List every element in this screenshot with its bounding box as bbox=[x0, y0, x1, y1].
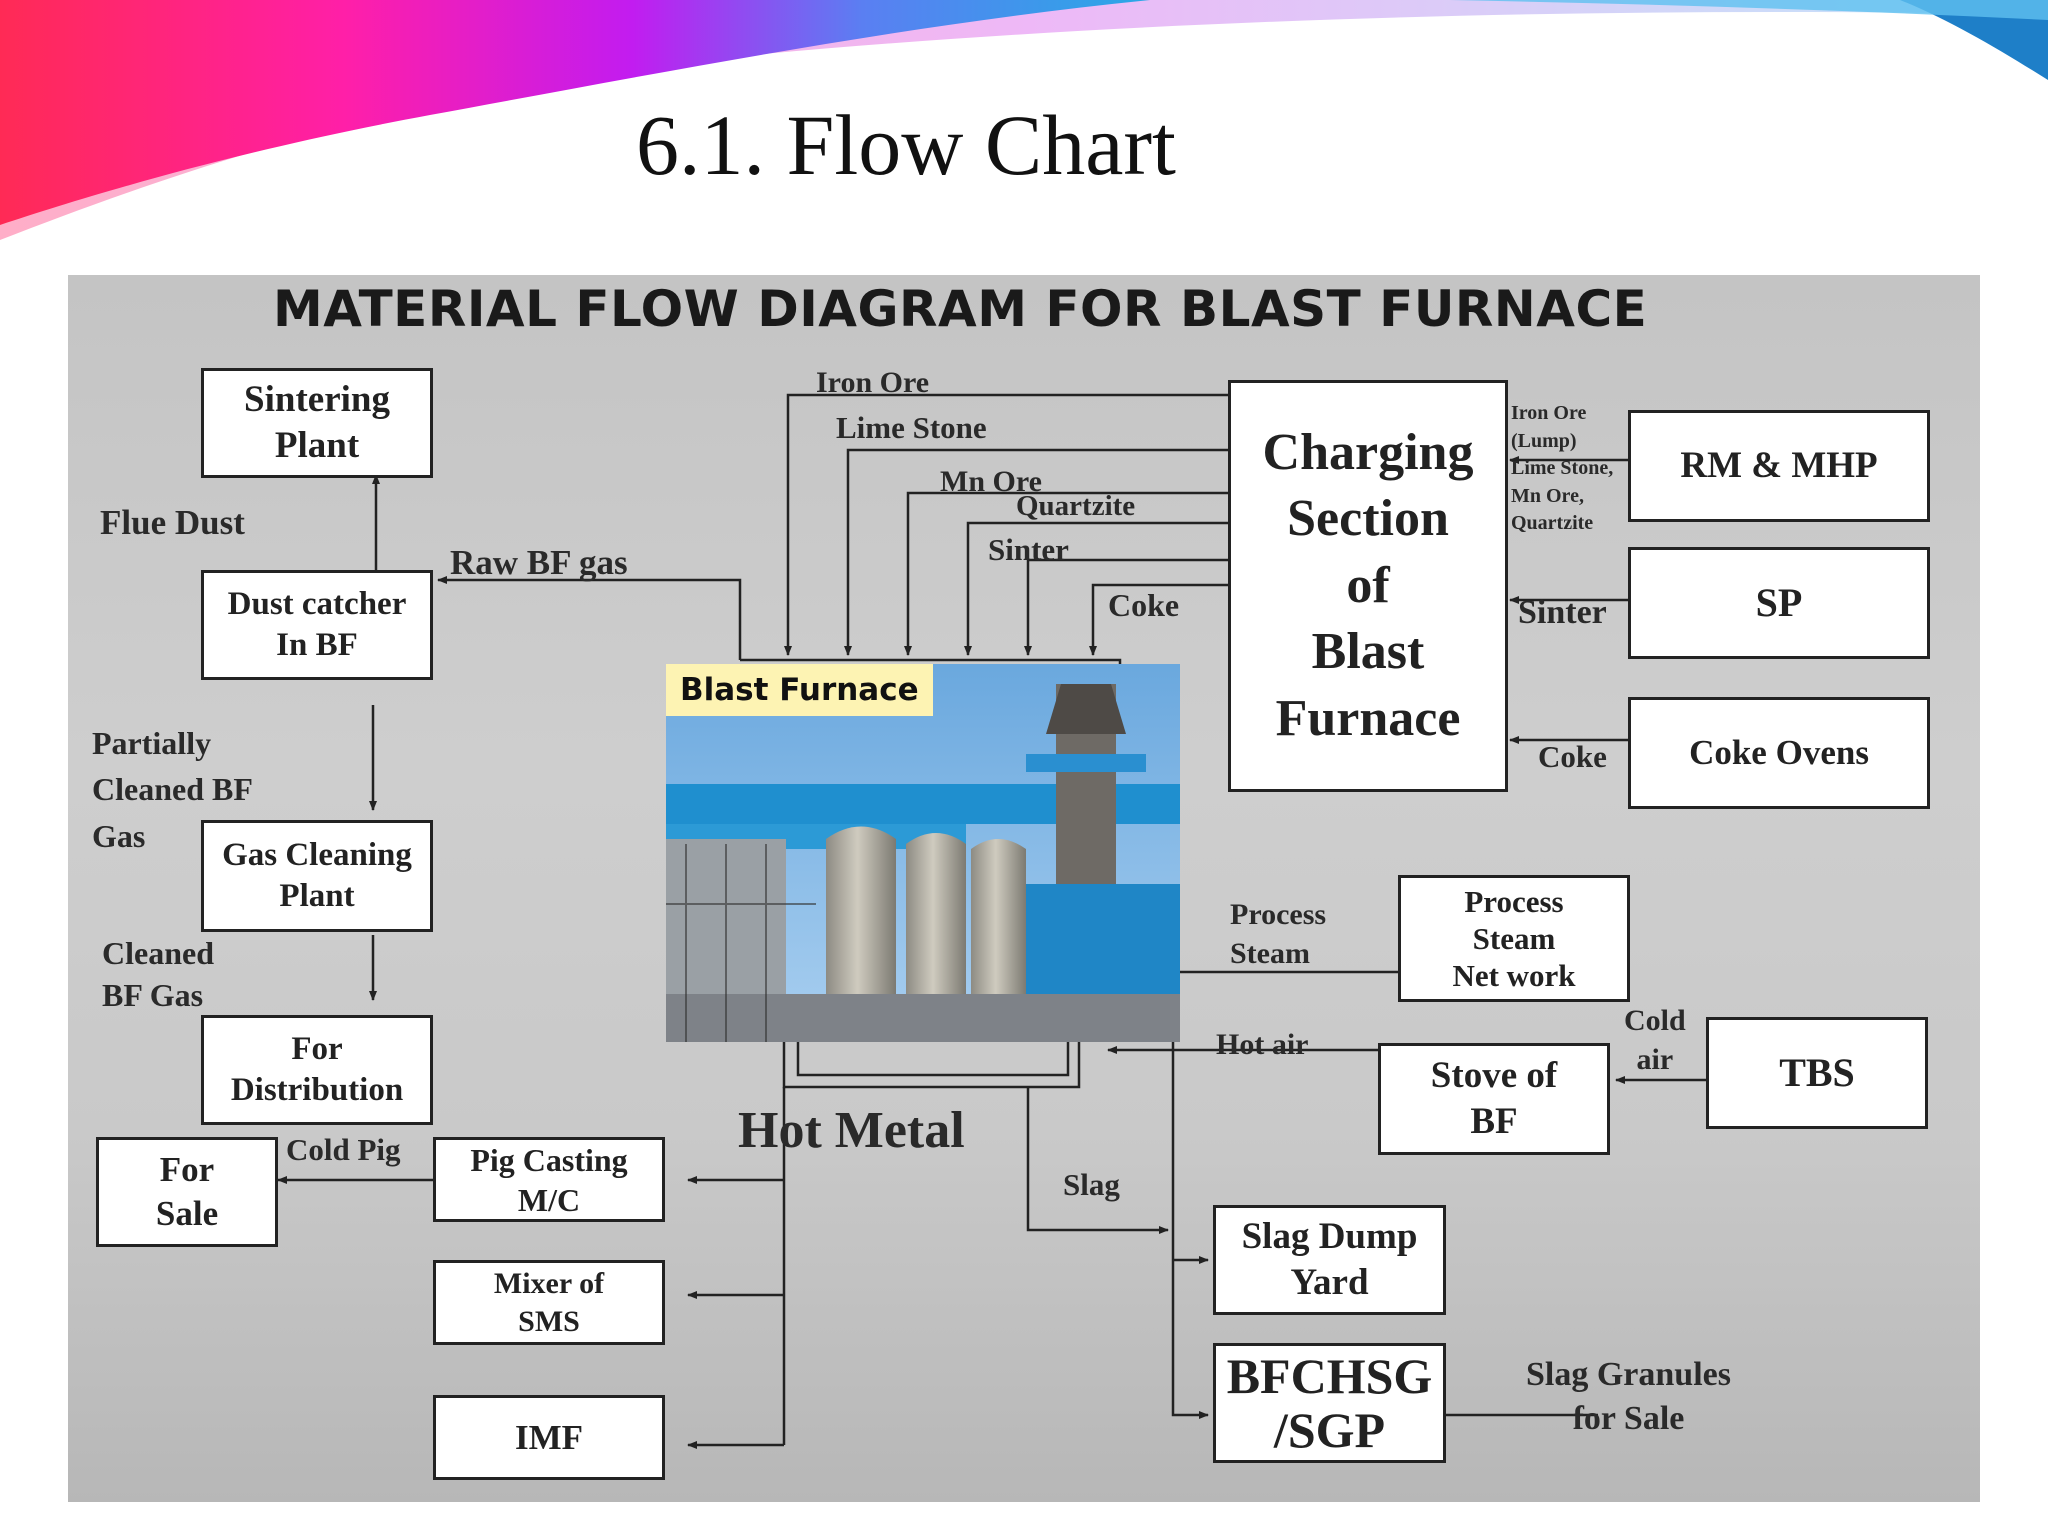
label-process-steam: Process Steam bbox=[1230, 898, 1327, 970]
slag-dump-yard-box: Slag Dump Yard bbox=[1213, 1205, 1446, 1315]
pig-casting-box: Pig Casting M/C bbox=[433, 1137, 665, 1222]
connector-lime-stone bbox=[844, 448, 1230, 656]
label-cold-pig: Cold Pig bbox=[286, 1132, 401, 1167]
label-cold-air: Cold air bbox=[1624, 1004, 1686, 1076]
label-lime-stone: Lime Stone bbox=[836, 410, 987, 445]
label-iron-ore: Iron Ore bbox=[816, 366, 930, 399]
gas-cleaning-plant-box: Gas Cleaning Plant bbox=[201, 820, 433, 932]
connector-iron-ore bbox=[784, 393, 1230, 656]
connector-slag bbox=[1026, 1087, 1169, 1234]
rm-mhp-box: RM & MHP bbox=[1628, 410, 1930, 522]
blast-furnace-photo-caption: Blast Furnace bbox=[666, 664, 933, 716]
connector-sinter bbox=[1024, 558, 1230, 656]
mixer-sms-box: Mixer of SMS bbox=[433, 1260, 665, 1345]
header-swoosh-decoration bbox=[0, 0, 2048, 240]
for-distribution-box: For Distribution bbox=[201, 1015, 433, 1125]
material-flow-diagram: MATERIAL FLOW DIAGRAM FOR BLAST FURNACE … bbox=[68, 275, 1980, 1502]
label-slag: Slag bbox=[1063, 1167, 1120, 1202]
connector-mn-ore bbox=[904, 491, 1230, 656]
sintering-plant-box: Sintering Plant bbox=[201, 368, 433, 478]
slide-title: 6.1. Flow Chart bbox=[636, 97, 1176, 193]
sp-box: SP bbox=[1628, 547, 1930, 659]
flow-connectors bbox=[277, 393, 1706, 1449]
for-sale-box: For Sale bbox=[96, 1137, 278, 1247]
tbs-box: TBS bbox=[1706, 1017, 1928, 1129]
label-rm-inputs: Iron Ore (Lump) Lime Stone, Mn Ore, Quar… bbox=[1511, 402, 1614, 535]
blast-furnace-photo: Blast Furnace bbox=[666, 664, 1180, 1042]
label-sinter: Sinter bbox=[988, 532, 1069, 567]
process-steam-network-box: Process Steam Net work bbox=[1398, 875, 1630, 1002]
label-slag-granules: Slag Granules for Sale bbox=[1526, 1356, 1731, 1438]
connector-coke bbox=[1089, 583, 1230, 656]
dust-catcher-box: Dust catcher In BF bbox=[201, 570, 433, 680]
connector-raw-bf-gas bbox=[437, 576, 742, 660]
label-hot-air: Hot air bbox=[1216, 1028, 1309, 1061]
label-hot-metal: Hot Metal bbox=[738, 1102, 965, 1159]
imf-box: IMF bbox=[433, 1395, 665, 1480]
label-sinter-in: Sinter bbox=[1518, 594, 1607, 631]
label-flue-dust: Flue Dust bbox=[100, 503, 245, 542]
label-coke: Coke bbox=[1108, 587, 1180, 623]
bfchsg-sgp-box: BFCHSG /SGP bbox=[1213, 1343, 1446, 1463]
label-coke-in: Coke bbox=[1538, 739, 1607, 774]
label-raw-bf-gas: Raw BF gas bbox=[450, 543, 628, 582]
diagram-heading: MATERIAL FLOW DIAGRAM FOR BLAST FURNACE bbox=[273, 280, 1648, 338]
label-mn-ore: Mn Ore bbox=[940, 465, 1042, 498]
stove-of-bf-box: Stove of BF bbox=[1378, 1043, 1610, 1155]
connector-quartzite bbox=[964, 521, 1230, 656]
label-partially-cleaned-bf-gas: Partially Cleaned BF Gas bbox=[92, 725, 253, 854]
label-cleaned-bf-gas: Cleaned BF Gas bbox=[102, 935, 214, 1013]
label-quartzite: Quartzite bbox=[1016, 490, 1136, 522]
charging-section-box: Charging Section of Blast Furnace bbox=[1228, 380, 1508, 792]
blast-furnace-illustration bbox=[666, 664, 1180, 1042]
coke-ovens-box: Coke Ovens bbox=[1628, 697, 1930, 809]
